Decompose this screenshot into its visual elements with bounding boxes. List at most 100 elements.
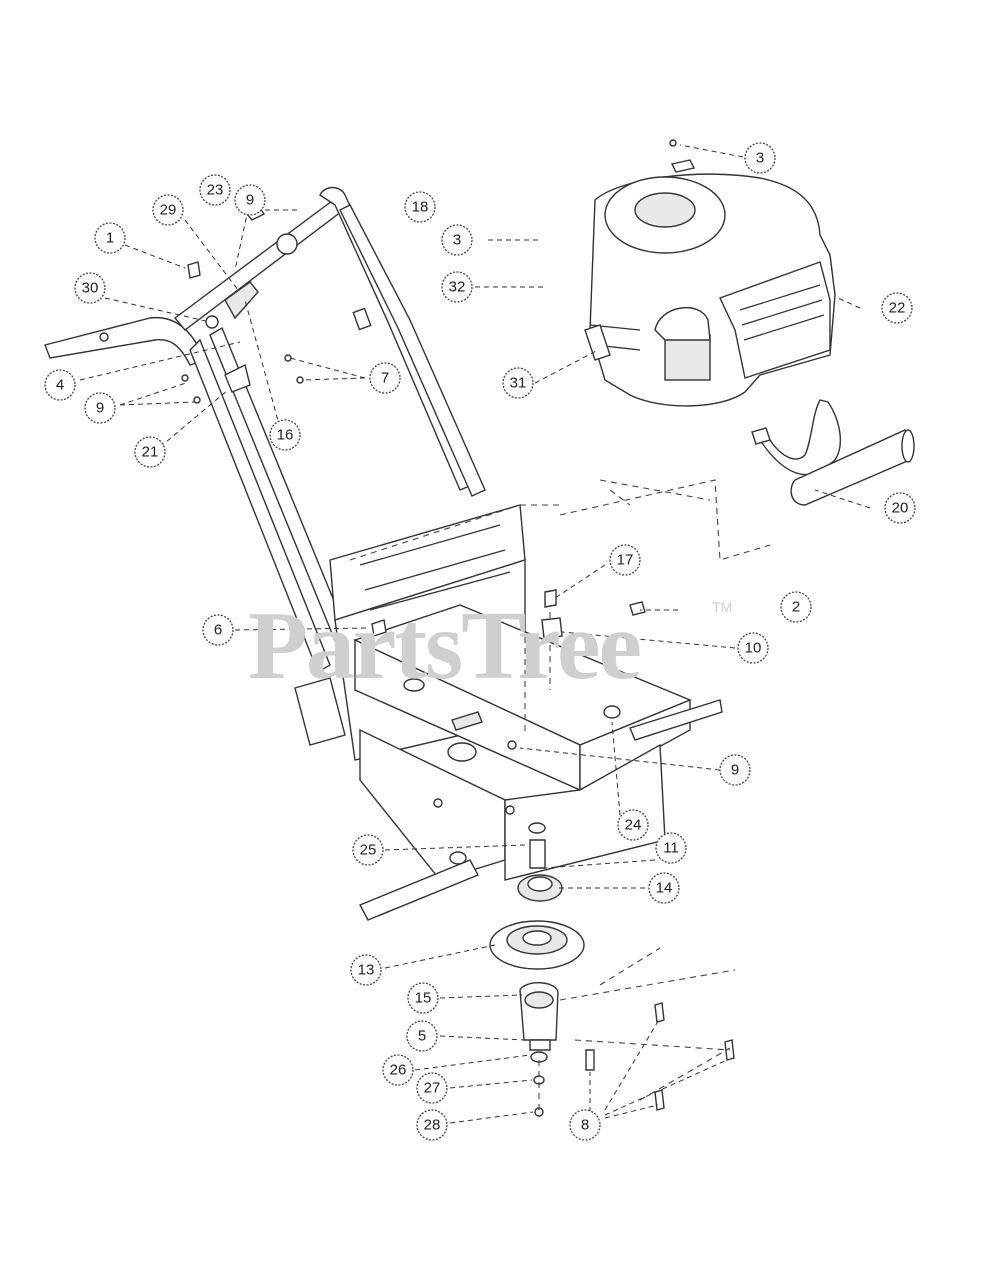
callout-number: 22 <box>889 300 906 317</box>
callout-25: 25 <box>352 834 384 866</box>
callout-number: 5 <box>418 1028 426 1045</box>
callout-circle <box>369 362 401 394</box>
callout-9: 9 <box>719 754 751 786</box>
callout-circle <box>648 872 680 904</box>
callout-number: 9 <box>246 192 254 209</box>
callout-26: 26 <box>382 1054 414 1086</box>
callout-number: 27 <box>424 1080 441 1097</box>
callout-circle <box>202 614 234 646</box>
callout-circle <box>94 222 126 254</box>
callout-number: 6 <box>214 622 222 639</box>
engine-drawing <box>584 139 836 407</box>
callout-number: 7 <box>381 370 389 387</box>
callout-number: 10 <box>745 640 762 657</box>
callout-number: 26 <box>390 1062 407 1079</box>
callout-number: 3 <box>453 232 461 249</box>
callout-14: 14 <box>648 872 680 904</box>
callout-circle <box>502 367 534 399</box>
callout-number: 9 <box>731 762 739 779</box>
callout-circle <box>74 272 106 304</box>
callout-circle <box>406 1020 438 1052</box>
callout-circle <box>441 224 473 256</box>
callout-3: 3 <box>441 224 473 256</box>
callout-6: 6 <box>202 614 234 646</box>
callout-9: 9 <box>84 392 116 424</box>
callout-23: 23 <box>199 174 231 206</box>
callout-number: 32 <box>449 279 466 296</box>
callout-number: 29 <box>160 202 177 219</box>
callout-number: 14 <box>656 880 673 897</box>
callout-2: 2 <box>780 591 812 623</box>
callout-circle <box>617 809 649 841</box>
callout-number: 31 <box>510 375 527 392</box>
callout-number: 15 <box>415 990 432 1007</box>
callout-number: 20 <box>892 500 909 517</box>
callout-number: 23 <box>207 182 224 199</box>
callout-number: 24 <box>625 817 642 834</box>
callout-number: 1 <box>106 230 114 247</box>
callout-30: 30 <box>74 272 106 304</box>
callout-circle <box>350 954 382 986</box>
callout-31: 31 <box>502 367 534 399</box>
callout-15: 15 <box>407 982 439 1014</box>
drivetrain-drawing <box>489 822 736 1117</box>
callout-circle <box>737 632 769 664</box>
callout-circle <box>609 544 641 576</box>
callout-circle <box>881 292 913 324</box>
callout-5: 5 <box>406 1020 438 1052</box>
callout-circle <box>655 832 687 864</box>
callout-7: 7 <box>369 362 401 394</box>
callout-17: 17 <box>609 544 641 576</box>
muffler-drawing <box>751 399 915 506</box>
callout-18: 18 <box>404 191 436 223</box>
callout-22: 22 <box>881 292 913 324</box>
callout-27: 27 <box>416 1072 448 1104</box>
callout-number: 30 <box>82 280 99 297</box>
callout-number: 8 <box>581 1117 589 1134</box>
callout-circle <box>199 174 231 206</box>
callout-circle <box>44 369 76 401</box>
callout-4: 4 <box>44 369 76 401</box>
callout-number: 16 <box>277 427 294 444</box>
trademark-mark: TM <box>712 599 732 615</box>
callout-11: 11 <box>655 832 687 864</box>
callout-circle <box>884 492 916 524</box>
callout-20: 20 <box>884 492 916 524</box>
handle-drawing <box>44 186 486 674</box>
callout-circle <box>404 191 436 223</box>
callout-circle <box>269 419 301 451</box>
callout-1: 1 <box>94 222 126 254</box>
callout-number: 21 <box>142 444 159 461</box>
frame-drawing <box>294 479 771 921</box>
callout-21: 21 <box>134 436 166 468</box>
callout-3: 3 <box>744 142 776 174</box>
callout-circle <box>780 591 812 623</box>
callout-circle <box>744 142 776 174</box>
callout-circle <box>719 754 751 786</box>
callout-8: 8 <box>569 1109 601 1141</box>
callout-number: 18 <box>412 199 429 216</box>
callout-circle <box>416 1072 448 1104</box>
callout-16: 16 <box>269 419 301 451</box>
callout-number: 17 <box>617 552 634 569</box>
callout-number: 11 <box>663 840 679 857</box>
callout-circle <box>134 436 166 468</box>
callout-group: 1233456789991011131415161718202122232425… <box>44 142 916 1141</box>
callout-circle <box>352 834 384 866</box>
part-drawings <box>44 139 915 1117</box>
callout-number: 28 <box>424 1117 441 1134</box>
callout-number: 13 <box>358 962 375 979</box>
callout-32: 32 <box>441 271 473 303</box>
callout-number: 4 <box>56 377 64 394</box>
callout-circle <box>569 1109 601 1141</box>
callout-number: 25 <box>360 842 377 859</box>
partstree-watermark: PartsTree <box>248 592 640 700</box>
callout-circle <box>152 194 184 226</box>
callout-circle <box>407 982 439 1014</box>
callout-9: 9 <box>234 184 266 216</box>
leader-lines <box>79 144 871 1124</box>
callout-circle <box>84 392 116 424</box>
callout-13: 13 <box>350 954 382 986</box>
callout-number: 9 <box>96 400 104 417</box>
